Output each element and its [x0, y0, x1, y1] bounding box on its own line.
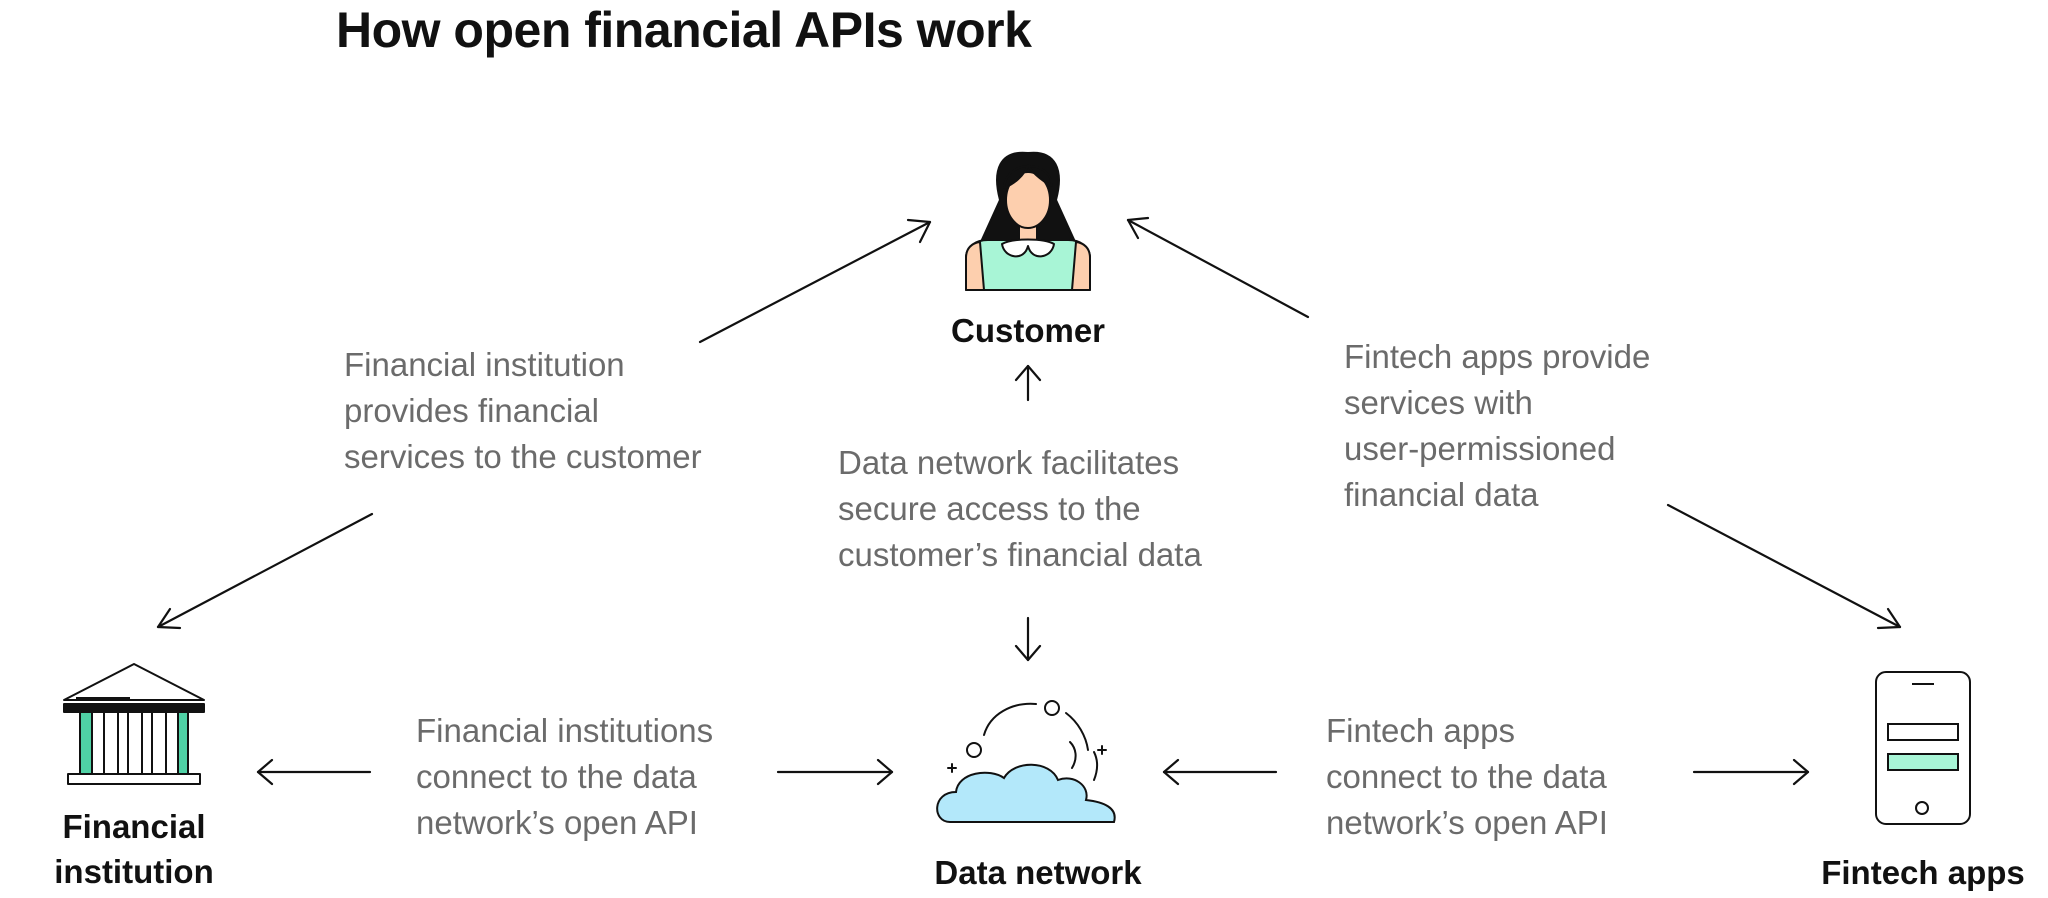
page-title: How open financial APIs work — [336, 2, 1032, 58]
fintech-apps-label: Fintech apps — [1810, 850, 2036, 895]
smartphone-icon — [1875, 671, 1971, 825]
arrow-left-to-data-network — [1162, 758, 1278, 786]
arrow-fintech-to-customer — [1126, 216, 1310, 319]
description-line: user-permissioned — [1344, 430, 1616, 467]
description-line: Fintech apps provide — [1344, 338, 1651, 375]
arrow-right-to-data-network — [776, 758, 894, 786]
customer-label: Customer — [928, 308, 1128, 353]
description-line: connect to the data — [1326, 758, 1607, 795]
fi-to-customer-description: Financial institution provides financial… — [344, 342, 702, 480]
data-network-label-text: Data network — [934, 854, 1142, 891]
description-line: customer’s financial data — [838, 536, 1202, 573]
description-line: network’s open API — [416, 804, 698, 841]
cloud-network-icon — [936, 700, 1116, 823]
description-line: Data network facilitates — [838, 444, 1180, 481]
woman-avatar-icon — [965, 151, 1091, 291]
description-line: Financial institutions — [416, 712, 714, 749]
arrow-left-to-financial-institution — [256, 758, 372, 786]
description-line: Financial institution — [344, 346, 625, 383]
arrow-fi-to-customer — [698, 218, 932, 344]
arrow-up-to-customer — [1014, 364, 1042, 402]
description-line: Fintech apps — [1326, 712, 1515, 749]
customer-label-text: Customer — [950, 312, 1106, 349]
financial-institution-label-line-2: institution — [54, 853, 214, 890]
fi-connect-description: Financial institutions connect to the da… — [416, 708, 713, 846]
description-line: financial data — [1344, 476, 1539, 513]
description-line: provides financial — [344, 392, 599, 429]
description-line: services with — [1344, 384, 1533, 421]
data-network-label: Data network — [908, 850, 1168, 895]
fintech-connect-description: Fintech apps connect to the data network… — [1326, 708, 1608, 846]
arrow-down-to-data-network — [1014, 616, 1042, 662]
arrow-to-financial-institution — [156, 512, 374, 630]
data-network-access-description: Data network facilitates secure access t… — [838, 440, 1202, 578]
description-line: secure access to the — [838, 490, 1141, 527]
fintech-to-customer-description: Fintech apps provide services with user-… — [1344, 334, 1650, 518]
bank-building-icon — [63, 663, 205, 785]
financial-institution-label: Financial institution — [34, 804, 234, 894]
description-line: services to the customer — [344, 438, 702, 475]
description-line: network’s open API — [1326, 804, 1608, 841]
fintech-apps-label-text: Fintech apps — [1821, 854, 2025, 891]
financial-institution-label-line-1: Financial — [62, 808, 206, 845]
description-line: connect to the data — [416, 758, 697, 795]
arrow-to-fintech-apps — [1666, 503, 1902, 630]
arrow-right-to-fintech-apps — [1692, 758, 1810, 786]
